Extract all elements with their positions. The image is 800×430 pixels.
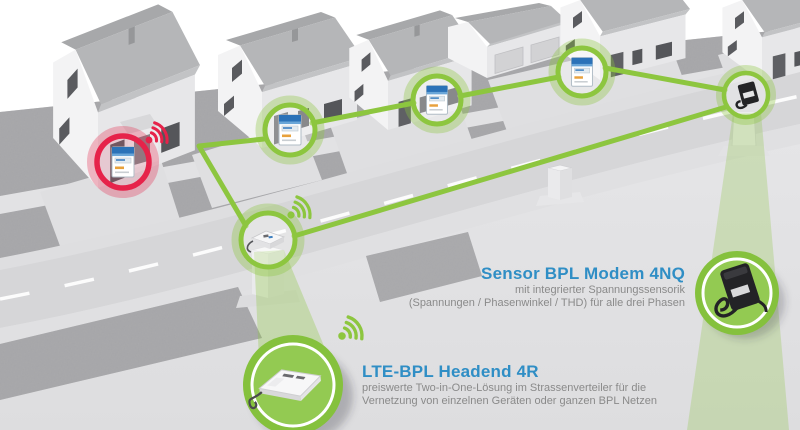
line-house4-sensor: [602, 65, 728, 93]
smart-meter-icon: [571, 57, 593, 87]
line-house3-house4: [457, 74, 562, 99]
sidewalk: [0, 56, 800, 272]
lte-headend-callout: [243, 312, 368, 430]
garage: [448, 3, 575, 78]
sensor-modem-subtitle-1: mit integrierter Spannungssensorik: [515, 284, 685, 296]
sensor-bpl-modem-device-icon: [735, 81, 759, 110]
lte-bpl-headend-device-icon: [248, 369, 322, 410]
sensor-pedestal: [718, 111, 770, 156]
gravel-front-left: [0, 287, 262, 400]
sensor-modem-label: Sensor BPL Modem 4NQ mit integrierter Sp…: [355, 264, 685, 309]
mid-street-cabinet: [536, 164, 584, 206]
alarm-meter-node: [87, 119, 172, 198]
meter-node-house2: [255, 95, 325, 165]
sensor-modem-callout: [695, 251, 785, 339]
meter-node-house4: [548, 38, 616, 106]
gravel-front-mid: [366, 232, 482, 302]
bpl-network-lines: [196, 65, 729, 239]
smart-meter-icon: [426, 85, 448, 115]
lte-bpl-headend-device-icon: [246, 230, 286, 253]
sensor-modem-subtitle-2: (Spannungen / Phasenwinkel / THD) für al…: [408, 296, 685, 309]
sensor-modem-street-node: [716, 65, 776, 125]
sensor-bpl-modem-device-icon: [714, 263, 768, 318]
lte-headend-label: LTE-BPL Headend 4R preiswerte Two-in-One…: [362, 362, 692, 407]
smart-meter-icon: [278, 114, 302, 146]
line-headend-sensor: [291, 104, 729, 239]
line-house2-house3: [309, 100, 417, 126]
lte-headend-title: LTE-BPL Headend 4R: [362, 362, 539, 381]
lte-headend-subtitle-1: preiswerte Two-in-One-Lösung im Strassen…: [362, 382, 647, 394]
line-house2-headend: [196, 136, 267, 229]
headend-street-node: [231, 192, 316, 277]
meter-node-house3: [403, 66, 471, 134]
smart-meter-icon: [111, 146, 135, 178]
sensor-modem-title: Sensor BPL Modem 4NQ: [481, 264, 685, 283]
curb-strip: [0, 124, 800, 348]
lte-headend-subtitle-2: Vernetzung von einzelnen Geräten oder ga…: [362, 394, 657, 407]
